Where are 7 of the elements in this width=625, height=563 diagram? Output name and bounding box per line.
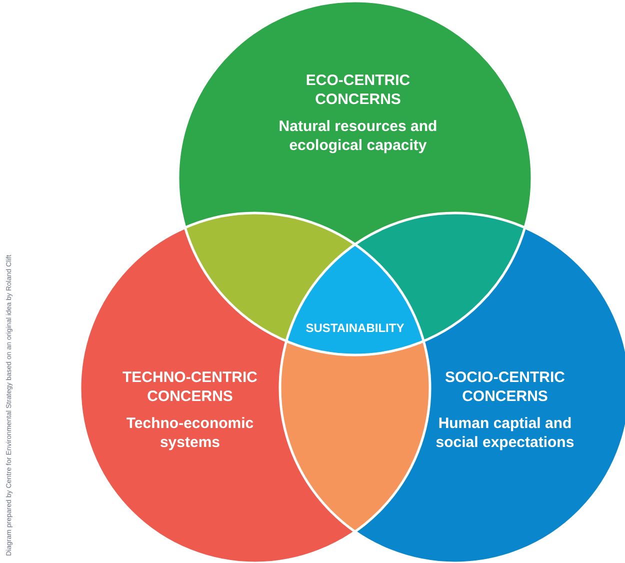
circle-description: Human captial and social expectations: [434, 414, 576, 452]
circle-heading: ECO-CENTRIC CONCERNS: [304, 71, 412, 109]
circle-heading: SOCIO-CENTRIC CONCERNS: [444, 368, 566, 406]
circle-description: Techno-economic systems: [125, 414, 255, 452]
center-label: SUSTAINABILITY: [306, 320, 404, 337]
circle-heading: TECHNO-CENTRIC CONCERNS: [122, 368, 258, 406]
circle-description: Natural resources and ecological capacity: [278, 117, 438, 155]
